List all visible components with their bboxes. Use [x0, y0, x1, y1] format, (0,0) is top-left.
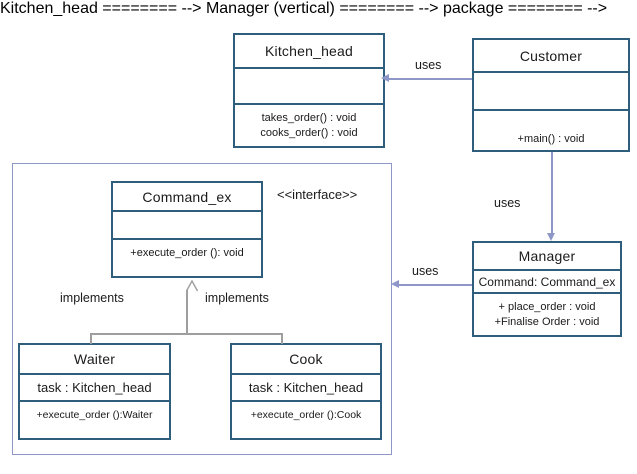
- connector-implements-bar: [90, 333, 282, 335]
- class-name: Cook: [289, 351, 323, 368]
- relationship-label-uses: uses: [415, 58, 442, 72]
- class-box-command-ex[interactable]: Command_ex +execute_order (): void: [111, 181, 263, 278]
- connector-customer-to-kitchen-head: [388, 78, 472, 80]
- arrowhead-left-icon: [381, 74, 389, 82]
- package-frame: [12, 163, 392, 455]
- class-attributes-compartment: task : Kitchen_head: [232, 375, 380, 402]
- class-operation: takes_order() : void: [261, 112, 357, 125]
- connector-implements-stem: [186, 290, 188, 334]
- stereotype-label-interface: <<interface>>: [277, 187, 358, 202]
- arrowhead-left-icon: [391, 280, 399, 288]
- class-box-waiter[interactable]: Waiter task : Kitchen_head +execute_orde…: [18, 343, 171, 440]
- class-box-kitchen-head[interactable]: Kitchen_head takes_order() : void cooks_…: [233, 33, 385, 148]
- class-name-compartment: Command_ex: [113, 183, 261, 213]
- class-name-compartment: Customer: [474, 40, 628, 73]
- class-operations-compartment: +execute_order ():Cook: [232, 402, 380, 438]
- class-name-compartment: Cook: [232, 345, 380, 376]
- class-box-cook[interactable]: Cook task : Kitchen_head +execute_order …: [230, 343, 382, 440]
- class-operation: +execute_order ():Cook: [250, 408, 362, 421]
- connector-customer-to-manager: [551, 152, 553, 234]
- class-operation: +main() : void: [517, 133, 585, 145]
- arrowhead-down-icon: [547, 233, 555, 241]
- relationship-label-implements-cook: implements: [205, 291, 269, 305]
- class-attributes-compartment: task : Kitchen_head: [20, 375, 169, 402]
- class-operation: +Finalise Order : void: [494, 316, 600, 328]
- connector-implements-to-cook: [281, 333, 283, 344]
- class-box-manager[interactable]: Manager Command: Command_ex + place_orde…: [472, 241, 622, 337]
- class-operations-compartment: +execute_order (): void: [113, 240, 261, 276]
- class-attribute: task : Kitchen_head: [37, 380, 152, 396]
- arrowhead-generalization-icon: [180, 280, 199, 292]
- class-attribute: task : Kitchen_head: [248, 380, 364, 396]
- class-name: Kitchen_head: [264, 42, 354, 59]
- relationship-label-uses: uses: [494, 196, 521, 210]
- class-name: Waiter: [73, 351, 116, 368]
- class-attributes-compartment: [474, 73, 628, 111]
- class-attribute: Command: Command_ex: [478, 274, 616, 289]
- class-name: Manager: [518, 248, 576, 264]
- class-name-compartment: Manager: [474, 243, 620, 271]
- class-operations-compartment: + place_order : void +Finalise Order : v…: [474, 294, 620, 335]
- class-operation: + place_order : void: [498, 301, 596, 313]
- connector-manager-to-package: [398, 284, 472, 286]
- class-name-compartment: Waiter: [20, 345, 169, 376]
- class-operation: cooks_order() : void: [260, 127, 358, 140]
- relationship-label-implements-waiter: implements: [60, 291, 124, 305]
- class-operation: +execute_order ():Waiter: [36, 408, 153, 421]
- class-name: Customer: [519, 47, 583, 64]
- class-name-compartment: Kitchen_head: [235, 35, 383, 69]
- class-operations-compartment: +main() : void: [474, 111, 628, 150]
- class-name: Command_ex: [142, 188, 232, 205]
- class-attributes-compartment: [235, 69, 383, 106]
- class-operations-compartment: +execute_order ():Waiter: [20, 402, 169, 438]
- class-box-customer[interactable]: Customer +main() : void: [472, 38, 630, 152]
- class-attributes-compartment: [113, 212, 261, 240]
- connector-implements-to-waiter: [90, 333, 92, 344]
- class-attributes-compartment: Command: Command_ex: [474, 271, 620, 294]
- class-operations-compartment: takes_order() : void cooks_order() : voi…: [235, 105, 383, 146]
- relationship-label-uses: uses: [412, 264, 439, 278]
- class-operation: +execute_order (): void: [130, 246, 244, 259]
